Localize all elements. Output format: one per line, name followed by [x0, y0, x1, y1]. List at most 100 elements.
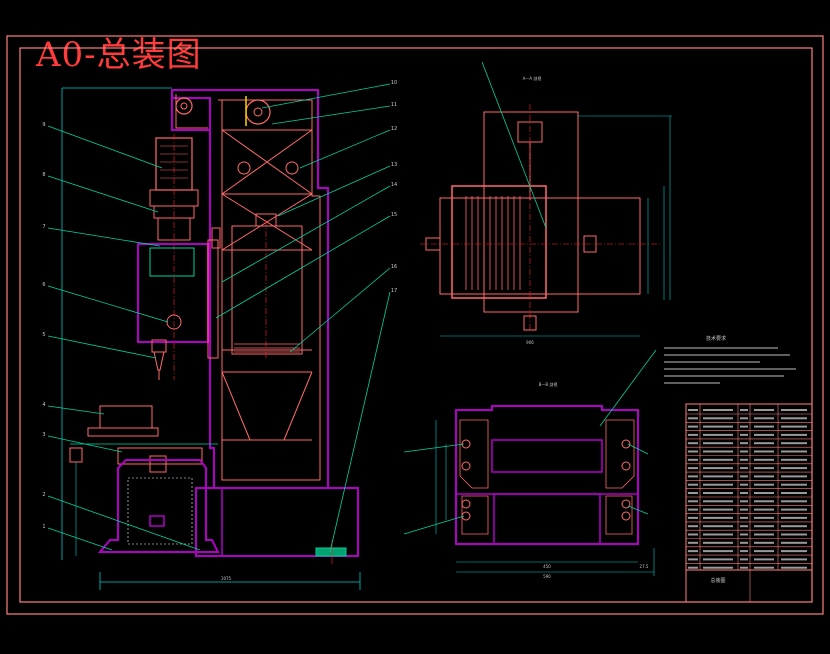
technical-notes-heading: 技术要求 [706, 335, 726, 342]
bom-cell-text [703, 508, 733, 511]
bom-cell-text [781, 566, 807, 569]
balloon-4: 4 [42, 402, 45, 408]
bom-cell-text [781, 508, 807, 511]
bom-cell-text [781, 417, 807, 420]
drawing-title: A0-总装图 [36, 35, 202, 75]
bom-cell-text [781, 442, 807, 445]
balloon-11: 11 [391, 102, 397, 108]
top-view: A—A 剖视 906 [420, 61, 672, 345]
bom-cell-text [703, 533, 733, 536]
bom-cell-text [688, 450, 698, 453]
main-elevation-view: 1075 [47, 83, 391, 590]
bom-cell-text [754, 492, 774, 494]
bom-cell-text [688, 508, 698, 511]
bom-cell-text [754, 442, 774, 445]
balloon-15: 15 [391, 212, 397, 218]
bom-cell-text [703, 475, 733, 478]
bom-cell-text [754, 475, 774, 478]
bom-cell-text [754, 566, 774, 569]
bom-cell-text [688, 425, 698, 428]
dim-base-offset: 27.5 [640, 564, 649, 569]
bom-cell-text [781, 475, 807, 478]
bom-cell-text [781, 492, 807, 494]
bom-cell-text [754, 525, 774, 528]
bom-cell-text [740, 483, 748, 486]
bom-cell-text [688, 533, 698, 536]
bom-cell-text [703, 433, 733, 436]
balloon-1: 1 [42, 524, 45, 530]
bom-cell-text [781, 467, 807, 470]
bom-cell-text [781, 433, 807, 436]
bom-cell-text [781, 483, 807, 486]
bom-cell-text [754, 508, 774, 511]
dim-base-width-b: 590 [543, 574, 551, 579]
bom-table: 总装图 [685, 403, 813, 603]
bom-cell-text [703, 467, 733, 470]
bom-cell-text [754, 550, 774, 553]
bom-cell-text [703, 566, 733, 569]
balloon-7: 7 [42, 224, 45, 230]
bom-cell-text [754, 417, 774, 420]
bom-cell-text [740, 508, 748, 511]
bom-cell-text [703, 458, 733, 461]
bom-cell-text [703, 558, 733, 561]
bom-cell-text [740, 566, 748, 569]
bom-cell-text [781, 409, 807, 411]
bom-cell-text [781, 500, 807, 503]
bom-cell-text [754, 433, 774, 436]
bom-cell-text [754, 458, 774, 461]
bom-cell-text [688, 492, 698, 494]
bom-heading: 总装图 [710, 577, 725, 584]
bom-cell-text [688, 442, 698, 445]
bom-cell-text [688, 409, 698, 411]
bom-cell-text [781, 541, 807, 544]
bom-cell-text [754, 450, 774, 453]
bom-cell-text [754, 516, 774, 519]
bom-cell-text [688, 500, 698, 503]
bom-cell-text [703, 483, 733, 486]
balloon-3: 3 [42, 432, 45, 438]
outer-border [6, 35, 824, 615]
dim-main-width: 1075 [221, 576, 232, 581]
bom-cell-text [781, 550, 807, 553]
section-view-label: B—B 剖视 [539, 381, 558, 387]
bom-cell-text [703, 417, 733, 420]
bom-cell-text [754, 483, 774, 486]
balloon-12: 12 [391, 126, 397, 132]
bom-cell-text [740, 417, 748, 420]
bom-cell-text [754, 467, 774, 470]
balloon-8: 8 [42, 172, 45, 178]
balloon-9: 9 [42, 122, 45, 128]
balloon-16: 16 [391, 264, 397, 270]
bom-cell-text [740, 450, 748, 453]
bom-cell-text [781, 533, 807, 536]
bom-cell-text [703, 409, 733, 411]
inner-border [19, 47, 813, 603]
bom-cell-text [740, 492, 748, 494]
bom-cell-text [740, 458, 748, 461]
bom-cell-text [688, 566, 698, 569]
bom-cell-text [754, 409, 774, 411]
bom-cell-text [703, 550, 733, 553]
bom-cell-text [740, 467, 748, 470]
bom-cell-text [740, 433, 748, 436]
bom-cell-text [688, 417, 698, 420]
balloon-17: 17 [391, 288, 397, 294]
bom-cell-text [754, 500, 774, 503]
bom-cell-text [703, 500, 733, 503]
bom-cell-text [703, 516, 733, 519]
bom-cell-text [740, 442, 748, 445]
bom-cell-text [781, 450, 807, 453]
bom-cell-text [754, 558, 774, 561]
bom-cell-text [688, 516, 698, 519]
bom-cell-text [688, 558, 698, 561]
bom-cell-text [688, 483, 698, 486]
balloon-5: 5 [42, 332, 45, 338]
section-view: B—B 剖视 450 590 27.5 [403, 349, 657, 579]
top-view-label: A—A 剖视 [523, 75, 542, 81]
bom-cell-text [740, 525, 748, 528]
bom-cell-text [688, 458, 698, 461]
bom-cell-text [740, 425, 748, 428]
bom-cell-text [754, 541, 774, 544]
